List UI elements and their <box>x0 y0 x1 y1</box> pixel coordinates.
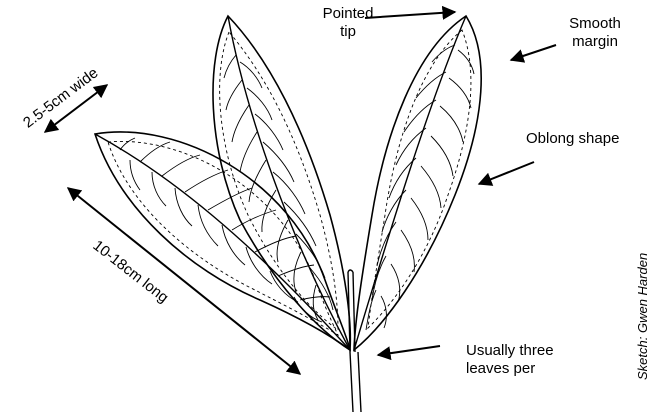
three-leaves-label-line1: Usually three <box>466 342 554 360</box>
pointed-tip-label-line1: Pointed <box>312 5 384 23</box>
smooth-margin-label: Smooth margin <box>560 15 630 51</box>
pointed-tip-label-line2: tip <box>312 23 384 41</box>
three-leaves-label: Usually three leaves per <box>466 342 554 378</box>
oblong-shape-label: Oblong shape <box>526 130 619 148</box>
pointed-tip-label: Pointed tip <box>312 5 384 41</box>
smooth-margin-arrow <box>511 45 556 60</box>
smooth-margin-label-line1: Smooth <box>560 15 630 33</box>
three-leaves-label-line2: leaves per <box>466 360 554 378</box>
middle-leaf <box>213 16 350 350</box>
smooth-margin-label-line2: margin <box>560 33 630 51</box>
three-leaves-arrow <box>378 346 440 355</box>
sketch-credit: Sketch: Gwen Harden <box>634 253 652 380</box>
right-leaf <box>354 16 481 350</box>
oblong-shape-arrow <box>479 162 534 184</box>
